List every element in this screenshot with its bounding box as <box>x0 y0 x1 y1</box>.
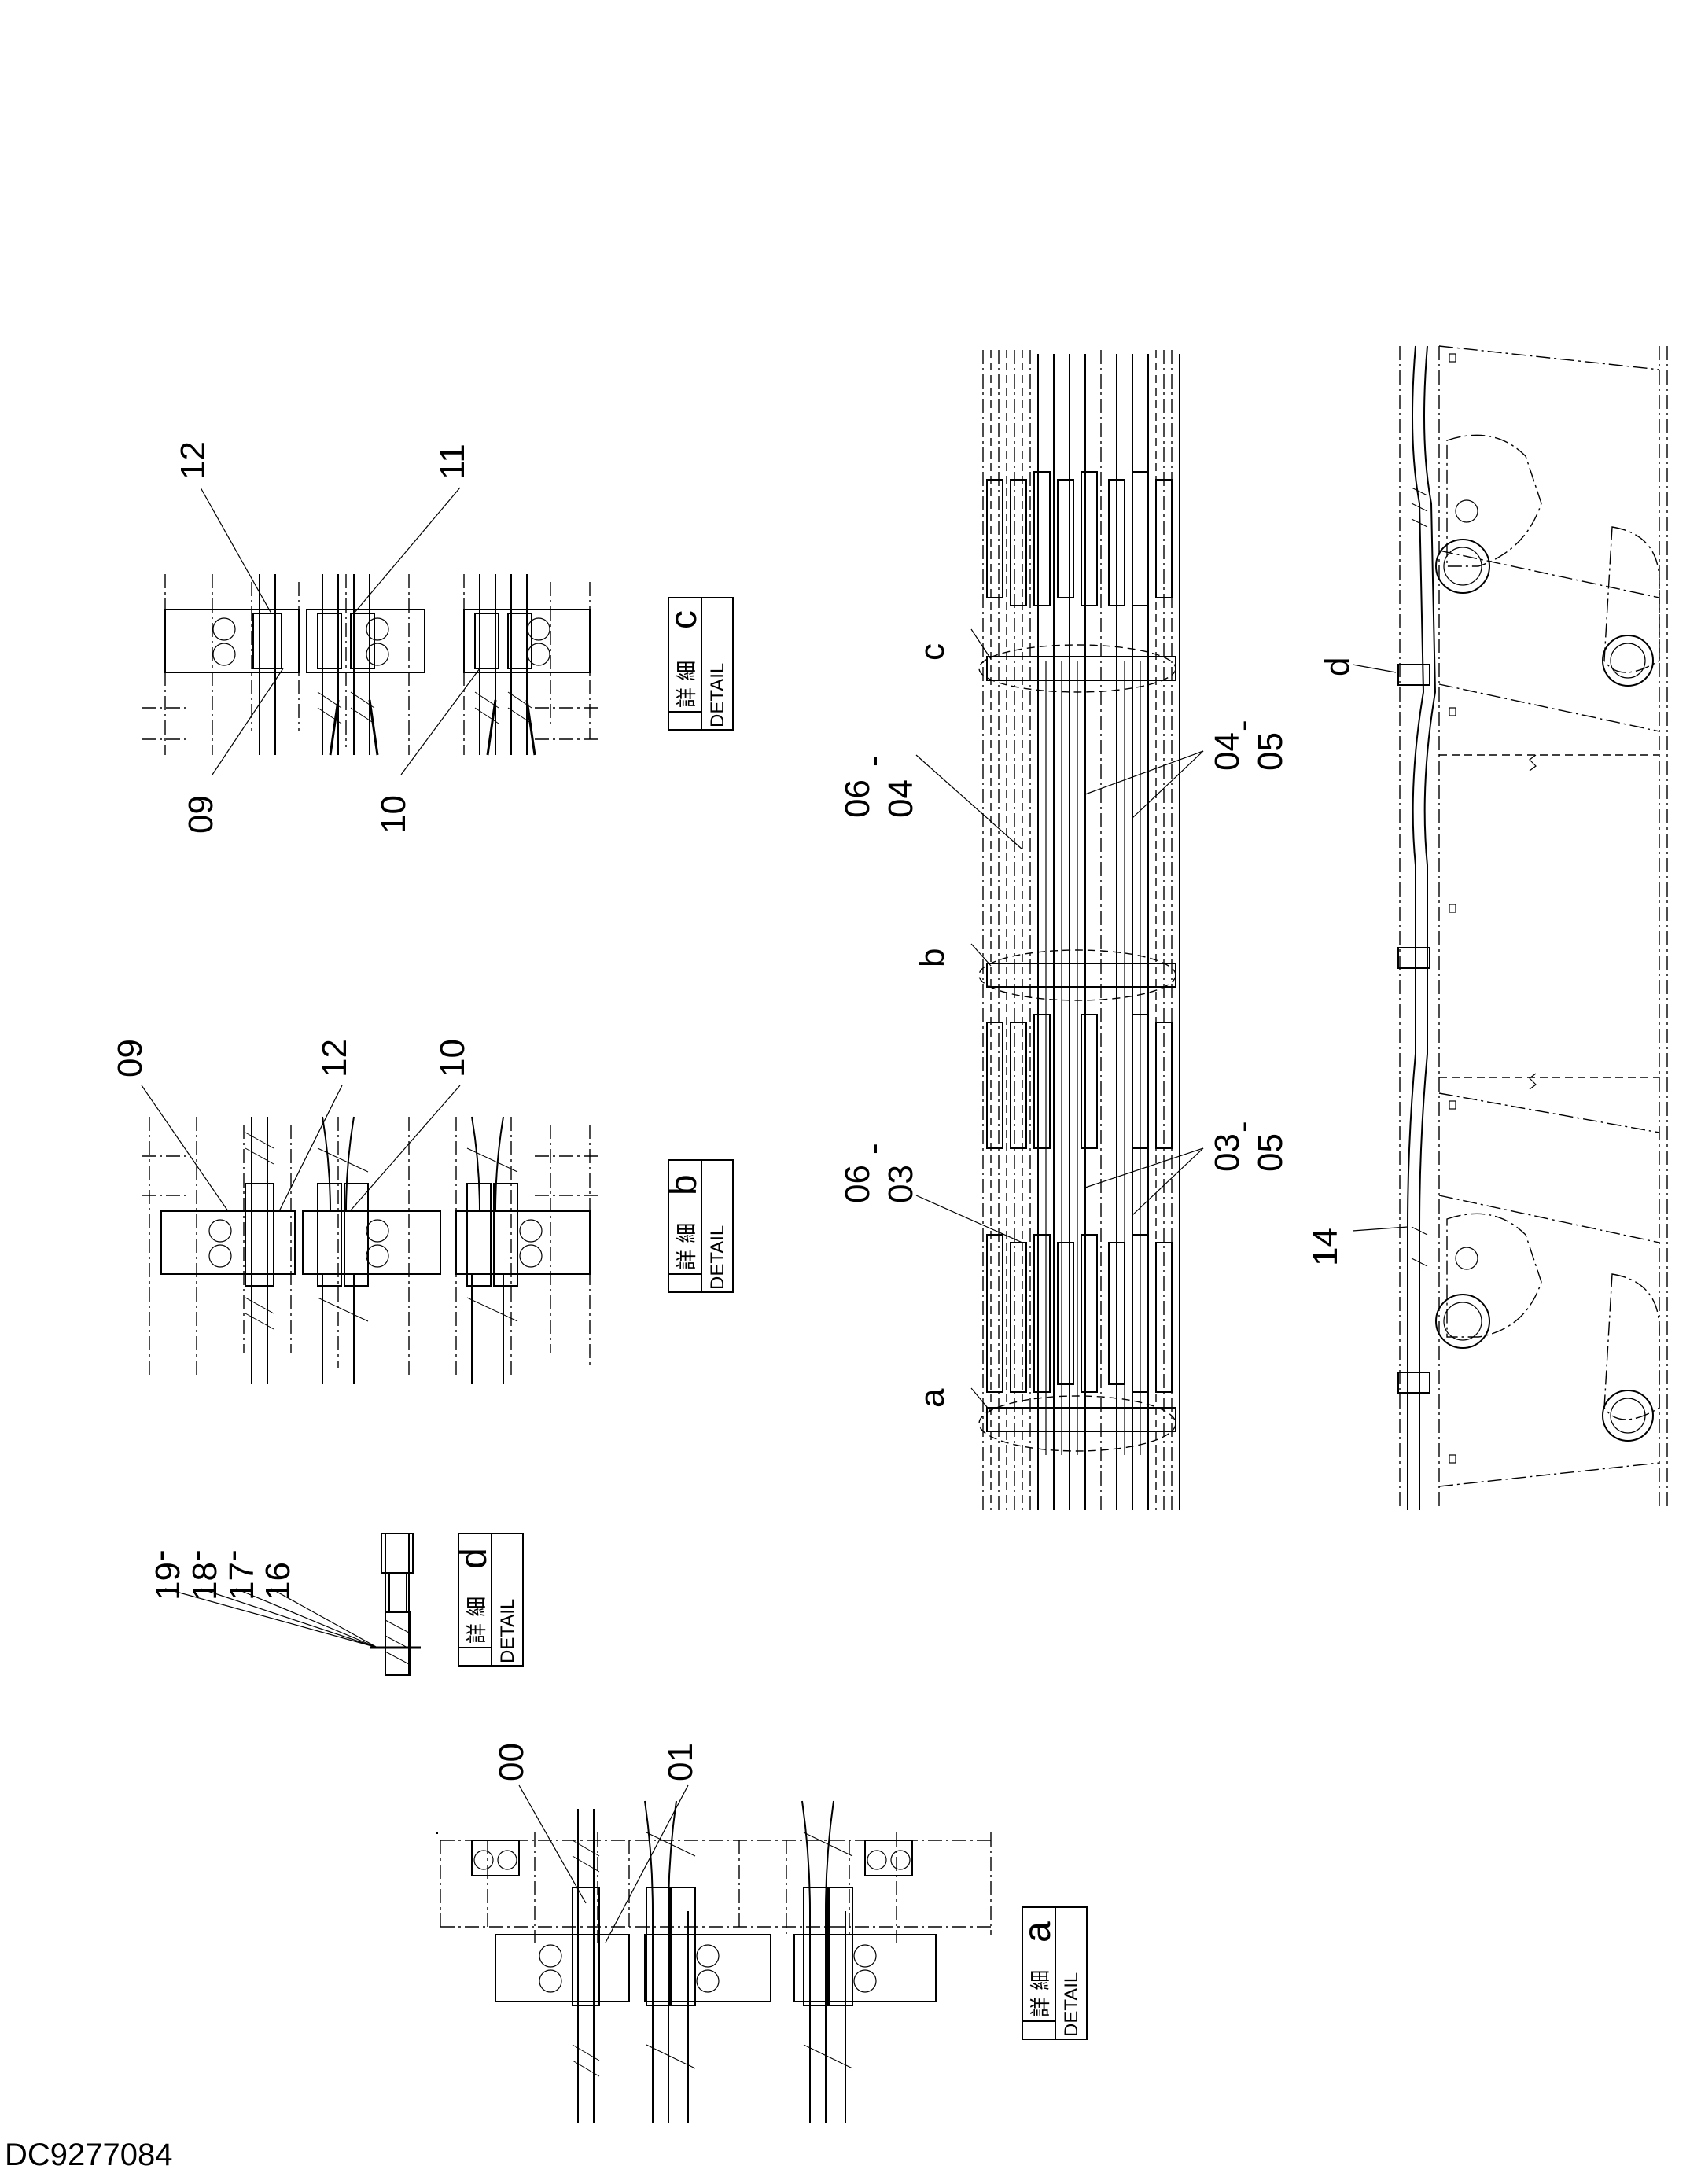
callout-00-a: 00 <box>492 1743 531 1781</box>
detail-box-d: 詳 細 DETAIL d <box>453 1533 524 1667</box>
callout-11-c: 11 <box>433 444 472 480</box>
detail-b-en: DETAIL <box>707 1225 728 1290</box>
detail-d-view: 19 18 17 16 - - - <box>141 1533 421 1676</box>
main-view-frame-side: d 14 <box>1306 345 1668 1510</box>
callout-16-d: 16 <box>259 1562 297 1600</box>
marker-b: b <box>913 948 952 967</box>
main-view-hose-assembly: c b a 06 - 04 04 - 05 06 - 03 03 - 05 <box>838 350 1290 1510</box>
detail-box-c: 詳 細 DETAIL c <box>663 597 734 731</box>
svg-text:-: - <box>854 1143 893 1155</box>
detail-d-en: DETAIL <box>497 1599 518 1663</box>
svg-text:-: - <box>1224 720 1262 731</box>
detail-b-letter: b <box>663 1174 705 1195</box>
svg-text:-: - <box>854 755 893 767</box>
svg-text:-: - <box>213 1549 252 1561</box>
ref-04-05-top: 04 <box>1208 732 1246 771</box>
svg-text:-: - <box>1224 1121 1262 1133</box>
marker-c: c <box>913 643 952 661</box>
callout-10-c: 10 <box>374 795 413 834</box>
callout-19-d: 19 <box>149 1562 187 1600</box>
detail-c-jp: 詳 細 <box>676 661 699 708</box>
detail-c-view: 12 11 09 10 <box>142 441 598 834</box>
ref-06-03-top: 06 <box>838 1165 877 1203</box>
ref-14: 14 <box>1306 1228 1345 1266</box>
ref-03-05-top: 03 <box>1208 1133 1246 1172</box>
detail-box-b: 詳 細 DETAIL b <box>663 1159 734 1293</box>
detail-a-jp: 詳 細 <box>1029 1970 1053 2017</box>
drawing-number: DC9277084 <box>5 2138 173 2172</box>
marker-a: a <box>913 1388 952 1408</box>
ref-04-05-bottom: 05 <box>1251 732 1290 771</box>
marker-d: d <box>1318 657 1357 676</box>
detail-a-letter: a <box>1017 1921 1059 1943</box>
detail-c-letter: c <box>663 610 705 629</box>
detail-b-view: 09 12 10 <box>111 1039 598 1384</box>
ref-06-04-bottom: 04 <box>882 779 920 818</box>
detail-a-en: DETAIL <box>1061 1972 1082 2037</box>
detail-d-jp: 詳 細 <box>466 1597 489 1644</box>
callout-01-a: 01 <box>661 1743 700 1781</box>
fittings-top <box>986 471 1173 606</box>
callout-09-b: 09 <box>111 1039 149 1077</box>
detail-d-letter: d <box>453 1548 495 1569</box>
callout-10-b: 10 <box>433 1039 472 1077</box>
callout-09-c: 09 <box>182 795 220 834</box>
svg-text:-: - <box>177 1549 215 1561</box>
callout-12-b: 12 <box>315 1039 354 1077</box>
detail-a-view: 00 01 <box>436 1743 992 2123</box>
callout-12-c: 12 <box>174 441 212 480</box>
svg-text:-: - <box>141 1549 179 1561</box>
ref-03-05-bottom: 05 <box>1251 1133 1290 1172</box>
detail-b-jp: 詳 細 <box>676 1223 699 1270</box>
ref-06-04-top: 06 <box>838 779 877 818</box>
callout-18-d: 18 <box>186 1562 224 1600</box>
detail-c-en: DETAIL <box>707 663 728 727</box>
detail-box-a: 詳 細 DETAIL a <box>1017 1906 1088 2040</box>
callout-17-d: 17 <box>223 1562 261 1600</box>
ref-06-03-bottom: 03 <box>882 1165 920 1203</box>
